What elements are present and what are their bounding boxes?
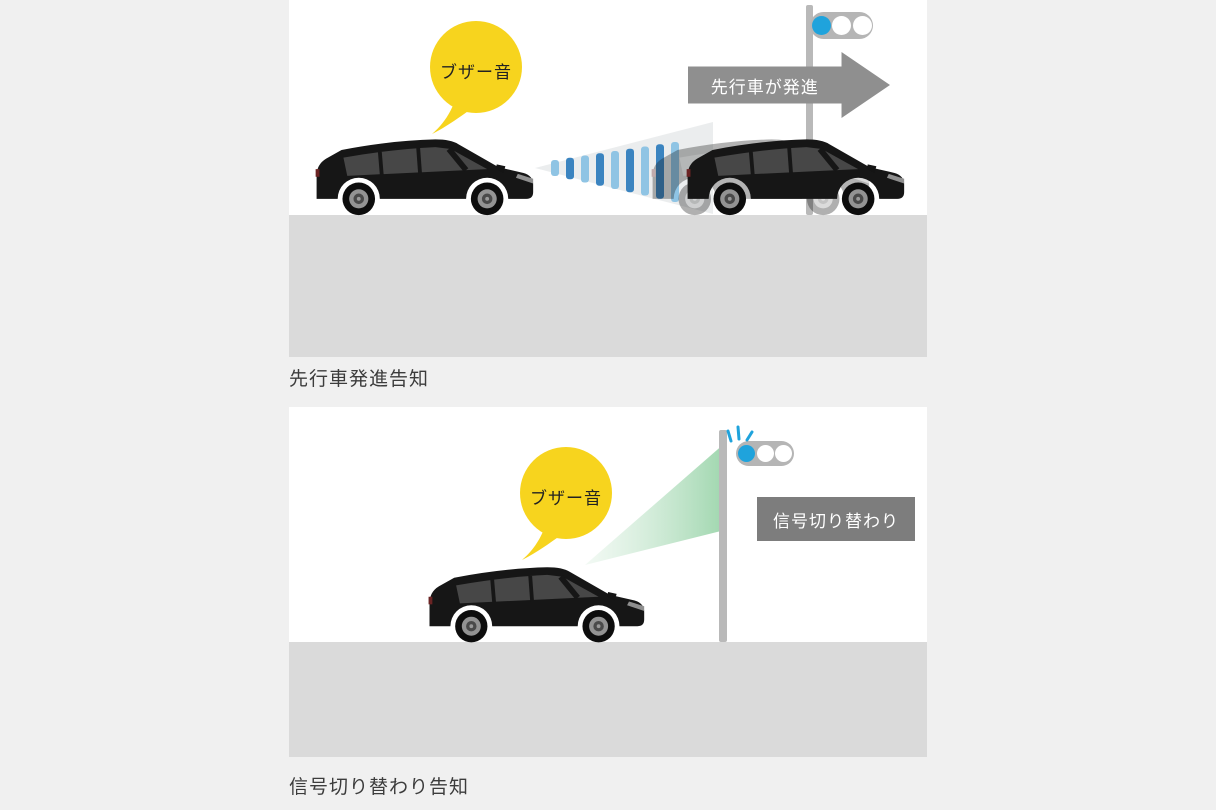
speech-bubble-icon — [520, 447, 612, 560]
signal-change-label: 信号切り替わり — [773, 511, 899, 531]
car-minivan-following — [307, 126, 537, 220]
car-minivan-preceding — [678, 126, 908, 220]
buzzer-speech-bubble: ブザー音 — [516, 446, 616, 564]
traffic-light-green-lamp — [737, 445, 755, 462]
speech-bubble-icon — [430, 21, 522, 134]
traffic-light-icon — [736, 441, 794, 466]
figure-signal-change: ブザー音 信号切り替わり — [289, 407, 927, 757]
figure-1-caption: 先行車発進告知 — [289, 369, 430, 390]
signal-change-label-box: 信号切り替わり — [757, 497, 915, 541]
road — [289, 642, 927, 757]
traffic-light-yellow-lamp — [756, 445, 774, 462]
road — [289, 215, 927, 357]
traffic-light-red-lamp — [852, 16, 872, 35]
departure-arrow: 先行車が発進 — [688, 52, 890, 118]
traffic-light-icon — [810, 12, 873, 39]
figure-preceding-vehicle-start: 先行車が発進 ブザー音 — [289, 0, 927, 357]
departure-arrow-label: 先行車が発進 — [710, 77, 819, 97]
blink-rays-icon — [726, 425, 754, 443]
traffic-light-yellow-lamp — [832, 16, 851, 35]
traffic-light-pole — [719, 430, 727, 642]
traffic-light-red-lamp — [775, 445, 793, 462]
figure-2-caption: 信号切り替わり告知 — [289, 777, 470, 798]
car-minivan — [420, 554, 648, 647]
buzzer-label: ブザー音 — [530, 489, 602, 508]
buzzer-speech-bubble: ブザー音 — [426, 20, 526, 138]
traffic-light-green-lamp — [811, 16, 831, 35]
buzzer-label: ブザー音 — [440, 63, 512, 82]
detection-beam-icon — [585, 443, 725, 565]
traffic-light-pole — [806, 5, 813, 215]
